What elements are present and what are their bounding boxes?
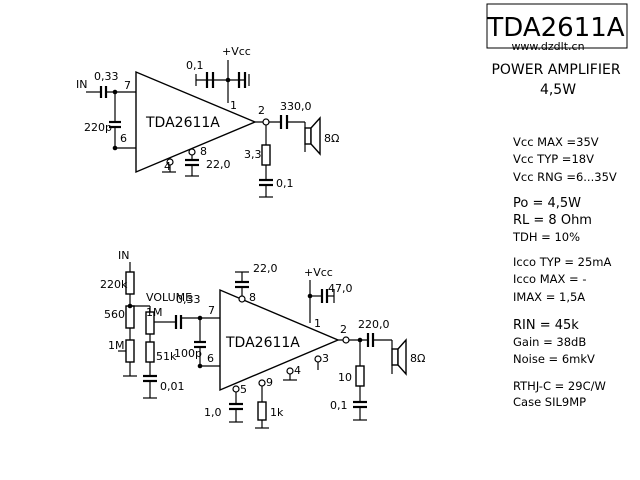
pin-7-label: 7 — [208, 304, 215, 317]
circuit-2: TDA2611A IN 220k 560 1M VOLUME 1M 51k 0,… — [100, 249, 425, 429]
resistor-51k — [145, 341, 155, 363]
amplifier-triangle — [135, 70, 257, 174]
cap-in-label: 0,33 — [94, 70, 119, 83]
pin-6-label: 6 — [207, 352, 214, 365]
description-label: POWER AMPLIFIER — [491, 62, 620, 78]
cap-01-label: 0,1 — [330, 399, 348, 412]
spec-icco-max: Icco MAX = - — [513, 272, 587, 286]
pin-4-node — [286, 367, 294, 375]
spec-rl: RL = 8 Ohm — [513, 213, 592, 228]
resistor-33-label: 3,3 — [244, 148, 262, 161]
cap-10-label: 1,0 — [204, 406, 222, 419]
cap-220p-label: 220p — [84, 121, 112, 134]
spec-icco-typ: Icco TYP = 25mA — [513, 255, 611, 269]
volume-pot-value: 1M — [146, 306, 163, 319]
pot-1m-label: 1M — [108, 339, 125, 352]
spec-rthj: RTHJ-C = 29C/W — [513, 379, 606, 393]
pin-9-label: 9 — [266, 376, 273, 389]
spec-case: Case SIL9MP — [513, 395, 586, 409]
cap-01-out-label: 0,1 — [276, 177, 294, 190]
chip-label: TDA2611A — [145, 115, 220, 131]
speaker-cone-icon — [397, 338, 407, 376]
junction — [197, 363, 203, 369]
chip-label: TDA2611A — [225, 335, 300, 351]
cap-100p-label: 100p — [174, 347, 202, 360]
pin-5-node — [232, 385, 240, 393]
website-label: www.dzdlt.cn — [511, 40, 584, 53]
pot-1m — [125, 339, 135, 363]
spec-vcc-max: Vcc MAX =35V — [513, 135, 599, 149]
pin-2-label: 2 — [340, 323, 347, 336]
cap-out-label: 220,0 — [358, 318, 390, 331]
resistor-560-label: 560 — [104, 308, 125, 321]
spec-list: Vcc MAX =35V Vcc TYP =18V Vcc RNG =6...3… — [512, 135, 617, 409]
resistor-1k-label: 1k — [270, 406, 284, 419]
pin-1-label: 1 — [230, 99, 237, 112]
amplifier-triangle — [219, 288, 340, 392]
pin-2-label: 2 — [258, 104, 265, 117]
junction — [357, 337, 363, 343]
spec-vcc-typ: Vcc TYP =18V — [513, 152, 594, 166]
spec-po: Po = 4,5W — [513, 196, 581, 211]
vcc-label: +Vcc — [222, 45, 251, 58]
pin-4-label: 4 — [164, 160, 171, 173]
power-label: 4,5W — [540, 82, 576, 98]
pin-1-label: 1 — [314, 317, 321, 330]
cap-in-label: 0,33 — [176, 293, 201, 306]
cap-47-label: 47,0 — [328, 282, 353, 295]
pin-8-node — [238, 295, 246, 303]
pin-8-label: 8 — [200, 145, 207, 158]
speaker-icon — [391, 348, 399, 366]
cap-supply-label: 0,1 — [186, 59, 204, 72]
pin-6-label: 6 — [120, 132, 127, 145]
spec-tdh: TDH = 10% — [512, 230, 580, 244]
junction — [307, 293, 313, 299]
title-box — [486, 3, 628, 49]
speaker-icon — [304, 127, 312, 145]
resistor-10-label: 10 — [338, 371, 352, 384]
resistor-33 — [261, 144, 271, 166]
cap-001-label: 0,01 — [160, 380, 185, 393]
pin-5-label: 5 — [240, 383, 247, 396]
pin-4-node — [166, 158, 174, 166]
resistor-560 — [125, 305, 135, 329]
pin-7-label: 7 — [124, 79, 131, 92]
resistor-1k — [257, 401, 267, 421]
pin-3-node — [314, 355, 322, 363]
pin-8-label: 8 — [249, 291, 256, 304]
pin-3-label: 3 — [322, 352, 329, 365]
cap-22-label: 22,0 — [253, 262, 278, 275]
junction — [225, 77, 231, 83]
pin-4-label: 4 — [294, 364, 301, 377]
speaker-label: 8Ω — [410, 352, 425, 365]
circuit-1: TDA2611A IN 0,33 7 220p 6 +Vcc 0,1 1 — [76, 45, 339, 198]
vcc-label: +Vcc — [304, 266, 333, 279]
spec-rin: RIN = 45k — [513, 318, 579, 333]
cap-22-label: 22,0 — [206, 158, 231, 171]
spec-imax: IMAX = 1,5A — [513, 290, 585, 304]
cap-out-label: 330,0 — [280, 100, 312, 113]
pin-8-node — [188, 148, 196, 156]
junction — [127, 303, 133, 309]
speaker-cone-icon — [310, 116, 321, 156]
junction — [112, 145, 118, 151]
output-node — [342, 336, 350, 344]
resistor-220k-label: 220k — [100, 278, 128, 291]
spec-gain: Gain = 38dB — [513, 335, 586, 349]
resistor-10 — [355, 365, 365, 387]
part-title: TDA2611A — [486, 13, 624, 43]
spec-vcc-rng: Vcc RNG =6...35V — [513, 170, 617, 184]
spec-noise: Noise = 6mkV — [513, 352, 595, 366]
pin-9-node — [258, 379, 266, 387]
speaker-label: 8Ω — [324, 132, 339, 145]
input-label: IN — [76, 78, 87, 91]
volume-label: VOLUME — [146, 291, 192, 304]
input-label: IN — [118, 249, 129, 262]
resistor-51k-label: 51k — [156, 350, 177, 363]
output-node — [262, 118, 270, 126]
